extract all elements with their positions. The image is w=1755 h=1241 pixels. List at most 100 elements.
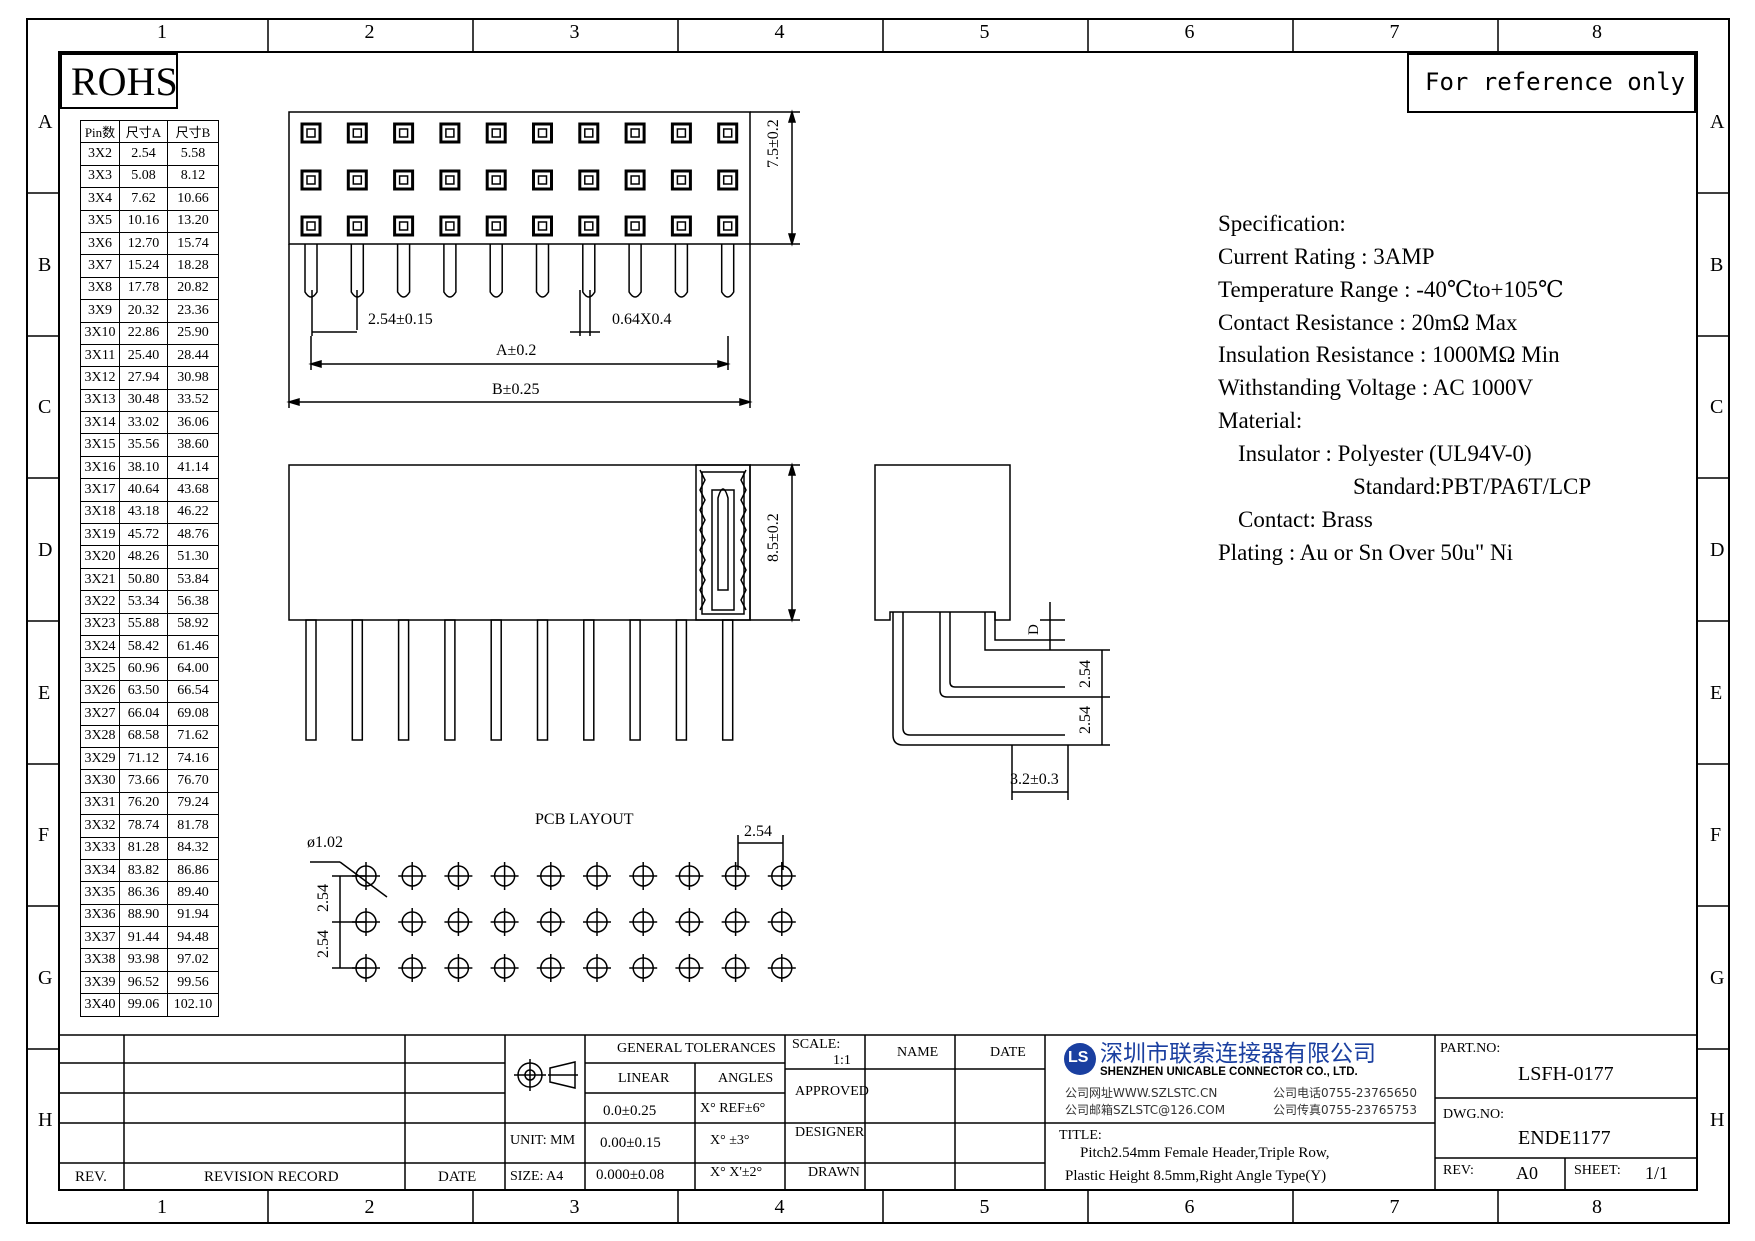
- table-cell: 3X33: [80, 836, 120, 860]
- grid-col-label: 2: [364, 1196, 375, 1218]
- rohs-label: ROHS: [71, 59, 178, 104]
- table-cell: 89.40: [167, 881, 219, 905]
- table-cell: 3X36: [80, 903, 120, 928]
- revision-record-label: REVISION RECORD: [204, 1169, 339, 1185]
- grid-col-label: 1: [157, 1196, 167, 1218]
- table-cell: 3X21: [80, 567, 120, 592]
- grid-row-label: B: [1710, 253, 1724, 276]
- top-contact-square: [346, 169, 368, 191]
- front-pin: [351, 619, 364, 741]
- table-cell: 36.06: [167, 411, 219, 435]
- grid-col-label: 8: [1592, 21, 1602, 43]
- table-cell: 41.14: [167, 455, 219, 480]
- front-pin: [397, 619, 410, 741]
- dim-side-pitch-2: 2.54: [1077, 706, 1094, 734]
- top-contact-inner: [537, 128, 548, 138]
- sheet-label: SHEET:: [1574, 1163, 1621, 1178]
- company-phone: 公司电话0755-23765650: [1273, 1086, 1417, 1100]
- company-name-cn: 深圳市联索连接器有限公司: [1100, 1041, 1376, 1067]
- table-cell: 3X32: [80, 814, 120, 838]
- table-cell: 45.72: [119, 523, 168, 547]
- dim-side-pitch-1: 2.54: [1077, 660, 1094, 688]
- top-contact-inner: [398, 221, 409, 231]
- grid-col-label: 5: [979, 1196, 990, 1218]
- table-cell: 3X8: [80, 276, 120, 301]
- table-cell: 3X6: [80, 231, 120, 256]
- top-contact-inner: [676, 221, 687, 231]
- top-contact-inner: [722, 221, 733, 231]
- table-cell: 3X29: [80, 746, 120, 771]
- tol-angles-1: X° REF±6°: [700, 1101, 766, 1116]
- angles-label: ANGLES: [718, 1071, 774, 1086]
- table-cell: 8.12: [167, 164, 219, 189]
- scale-value: 1:1: [833, 1053, 851, 1068]
- top-pin: [582, 244, 596, 298]
- top-contact-square: [485, 169, 507, 191]
- table-cell: 30.48: [119, 388, 168, 413]
- grid-col-label: 7: [1389, 21, 1400, 43]
- dwg-no-label: DWG.NO:: [1443, 1107, 1505, 1122]
- unit-label: UNIT: MM: [510, 1133, 576, 1148]
- table-cell: 3X11: [80, 343, 120, 368]
- title-block-grid: [58, 1034, 1698, 1191]
- company-website: 公司网址WWW.SZLSTC.CN: [1065, 1086, 1218, 1100]
- top-contact-square: [532, 169, 553, 191]
- top-contact-inner: [306, 128, 316, 138]
- table-cell: 15.74: [167, 231, 219, 256]
- top-contact-square: [300, 215, 322, 237]
- tol-angles-3: X° X'±2°: [710, 1165, 763, 1180]
- top-contact-square: [346, 215, 368, 237]
- table-cell: 3X35: [80, 881, 120, 905]
- grid-col-label: 2: [364, 21, 375, 43]
- table-cell: 3X34: [80, 858, 120, 883]
- table-cell: 30.98: [167, 366, 219, 390]
- dim-b: B±0.25: [492, 381, 540, 398]
- table-cell: 23.36: [167, 299, 219, 323]
- dim-top-height: 7.5±0.2: [765, 119, 782, 168]
- table-cell: 99.56: [167, 970, 219, 995]
- top-contact-square: [624, 169, 646, 191]
- top-contact-square: [485, 215, 507, 237]
- spec-line: Contact Resistance : 20mΩ Max: [1218, 310, 1518, 335]
- top-contact-square: [578, 215, 600, 237]
- dwg-no-value: ENDE1177: [1518, 1127, 1611, 1149]
- table-cell: 33.02: [119, 411, 168, 435]
- top-contact-square: [624, 122, 646, 144]
- dim-pitch: 2.54±0.15: [368, 311, 433, 328]
- top-contact-square: [346, 122, 368, 144]
- rev-label: REV.: [75, 1169, 107, 1185]
- table-cell: 86.86: [167, 858, 219, 883]
- table-cell: 48.76: [167, 523, 219, 547]
- table-cell: 3X38: [80, 948, 120, 972]
- spec-line: Standard:PBT/PA6T/LCP: [1353, 474, 1592, 499]
- grid-col-label: 6: [1184, 1196, 1195, 1218]
- top-contact-inner: [398, 175, 409, 185]
- top-contact-inner: [445, 175, 455, 185]
- top-contact-inner: [398, 128, 409, 138]
- grid-row-label: H: [38, 1109, 53, 1131]
- table-header-row: Pin数 尺寸A 尺寸B: [80, 119, 219, 144]
- company-name-en: SHENZHEN UNICABLE CONNECTOR CO., LTD.: [1100, 1066, 1358, 1078]
- front-pin: [444, 619, 456, 741]
- spec-line: Withstanding Voltage : AC 1000V: [1218, 375, 1534, 400]
- grid-row-label: B: [38, 253, 52, 276]
- table-cell: 27.94: [119, 366, 168, 390]
- company-fax: 公司传真0755-23765753: [1273, 1103, 1417, 1117]
- top-pin: [628, 244, 642, 298]
- table-cell: 76.70: [167, 769, 219, 793]
- size-label: SIZE: A4: [510, 1169, 564, 1184]
- table-cell: 69.08: [167, 702, 219, 726]
- grid-col-label: 3: [569, 21, 580, 43]
- front-view: [288, 462, 800, 741]
- top-pin: [350, 244, 365, 298]
- top-contact-square: [670, 169, 692, 191]
